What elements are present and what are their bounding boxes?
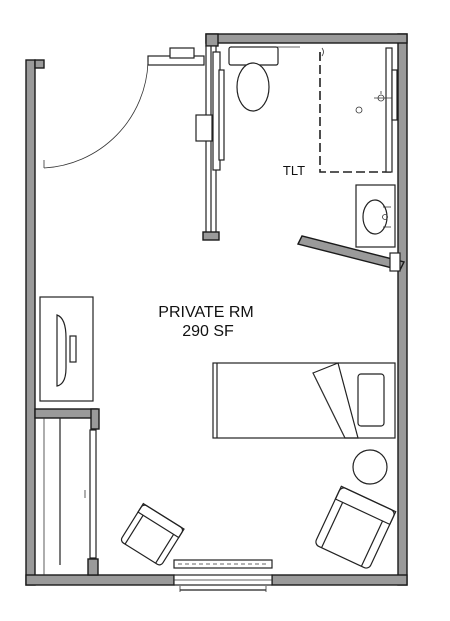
armchair-right bbox=[315, 485, 397, 569]
window-unit bbox=[173, 559, 273, 592]
sink-faucet-icon bbox=[382, 206, 391, 228]
shower-curtain bbox=[319, 52, 392, 173]
wardrobe-cabinet bbox=[39, 296, 94, 402]
room-name-label: PRIVATE RM bbox=[158, 304, 253, 321]
partition-end-cap bbox=[202, 231, 220, 241]
toilet-door-jamb bbox=[389, 252, 401, 272]
wall-top bbox=[205, 33, 408, 44]
tv-unit bbox=[56, 314, 67, 387]
armchair-right-back bbox=[334, 485, 397, 526]
wall-right bbox=[397, 33, 408, 586]
walls bbox=[25, 33, 408, 586]
closet-door bbox=[89, 429, 97, 559]
entry-door bbox=[43, 47, 205, 169]
room-area-label: 290 SF bbox=[182, 323, 234, 340]
wall-left-jamb bbox=[34, 59, 45, 69]
armchair-left bbox=[120, 502, 185, 566]
wardrobe bbox=[39, 296, 94, 402]
wall-bottom-left bbox=[25, 574, 175, 586]
shower-seat bbox=[321, 47, 324, 57]
toilet-bowl bbox=[236, 62, 270, 112]
entry-door-arc bbox=[43, 61, 149, 169]
armchair-right-body bbox=[315, 487, 395, 569]
armchair-left-back bbox=[137, 502, 185, 539]
wall-top-jamb bbox=[205, 33, 219, 47]
toilet bbox=[228, 46, 300, 112]
side-table bbox=[352, 449, 388, 485]
toilet-tank bbox=[228, 46, 279, 66]
grab-bar bbox=[218, 69, 225, 161]
bed-pillow bbox=[357, 373, 385, 427]
lavatory bbox=[355, 184, 396, 248]
toilet-partition bbox=[195, 45, 225, 241]
wall-closet-end bbox=[87, 558, 99, 576]
door-closer bbox=[169, 47, 195, 59]
toilet-door bbox=[296, 235, 406, 272]
closet bbox=[43, 418, 97, 575]
sink-counter bbox=[355, 184, 396, 248]
bed bbox=[212, 362, 396, 439]
toilet-room-label: TLT bbox=[283, 163, 305, 178]
bed-blanket-fold bbox=[312, 362, 359, 439]
sink-basin bbox=[362, 199, 388, 235]
wall-closet bbox=[34, 408, 98, 419]
wall-closet-jamb bbox=[90, 408, 100, 430]
wall-bottom-right bbox=[271, 574, 408, 586]
bed-frame bbox=[212, 362, 396, 439]
shower-grab-bar bbox=[385, 47, 393, 173]
shower-rail bbox=[391, 69, 398, 121]
shower-drain bbox=[355, 106, 363, 114]
shower bbox=[319, 47, 398, 173]
paper-holder bbox=[195, 114, 213, 142]
tv-bracket bbox=[69, 335, 77, 363]
wall-left bbox=[25, 59, 36, 586]
toilet-door-panel bbox=[296, 235, 406, 271]
shower-valve-icon bbox=[374, 91, 392, 102]
